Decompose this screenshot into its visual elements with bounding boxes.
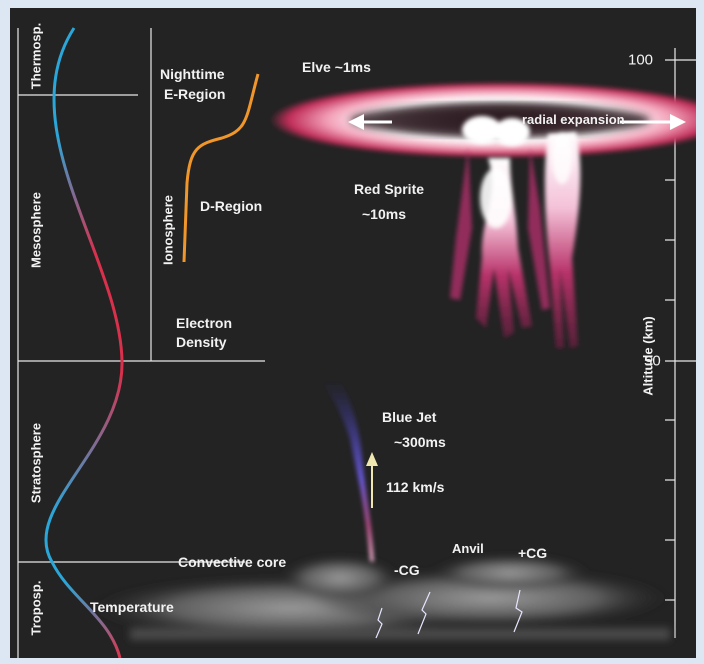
red-sprite-duration: ~10ms	[362, 206, 406, 222]
altitude-tick-100: 100	[628, 51, 654, 69]
d-region-label: D-Region	[200, 198, 263, 214]
altitude-axis-label: Altitude (km)	[640, 316, 656, 396]
nighttime-label: Nighttime	[160, 66, 225, 82]
e-region-label: E-Region	[164, 86, 226, 102]
layer-label-mesosphere: Mesosphere	[28, 192, 44, 268]
positive-cg-label: +CG	[518, 545, 548, 561]
blue-jet-label: Blue Jet	[382, 409, 437, 425]
diagram-frame: Thermosp. Mesosphere Stratosphere Tropos…	[10, 8, 696, 658]
anvil-label: Anvil	[452, 541, 484, 556]
altitude-tick-50: 50	[644, 352, 661, 370]
temperature-curve	[44, 27, 124, 658]
layer-dividers	[17, 28, 265, 658]
density-label: Density	[176, 334, 227, 350]
lightning-bolts	[375, 589, 523, 639]
red-sprite-label: Red Sprite	[354, 181, 425, 197]
layer-label-thermosphere: Thermosp.	[28, 22, 44, 90]
blue-jet-speed: 112 km/s	[386, 479, 445, 495]
negative-cg-label: -CG	[394, 562, 420, 578]
temperature-label: Temperature	[90, 599, 174, 615]
ionosphere-axis-label: Ionosphere	[160, 194, 176, 266]
layer-label-troposphere: Troposp.	[28, 580, 44, 636]
jet-velocity-arrow	[366, 452, 378, 508]
sprite-main	[450, 116, 550, 338]
blue-jet-duration: ~300ms	[394, 434, 446, 450]
elve-label: Elve ~1ms	[302, 59, 371, 75]
diagram-graphics	[17, 27, 696, 658]
electron-density-curve	[182, 73, 260, 263]
sprite-secondary	[544, 132, 581, 348]
blue-jet	[322, 380, 374, 562]
convective-core-label: Convective core	[178, 554, 287, 570]
layer-label-stratosphere: Stratosphere	[28, 422, 44, 504]
electron-label: Electron	[176, 315, 233, 331]
radial-expansion-label: radial expansion	[522, 112, 625, 127]
red-sprites	[450, 116, 581, 348]
radial-arrows	[348, 114, 686, 130]
storm-clouds	[90, 555, 670, 640]
altitude-axis	[665, 48, 696, 638]
